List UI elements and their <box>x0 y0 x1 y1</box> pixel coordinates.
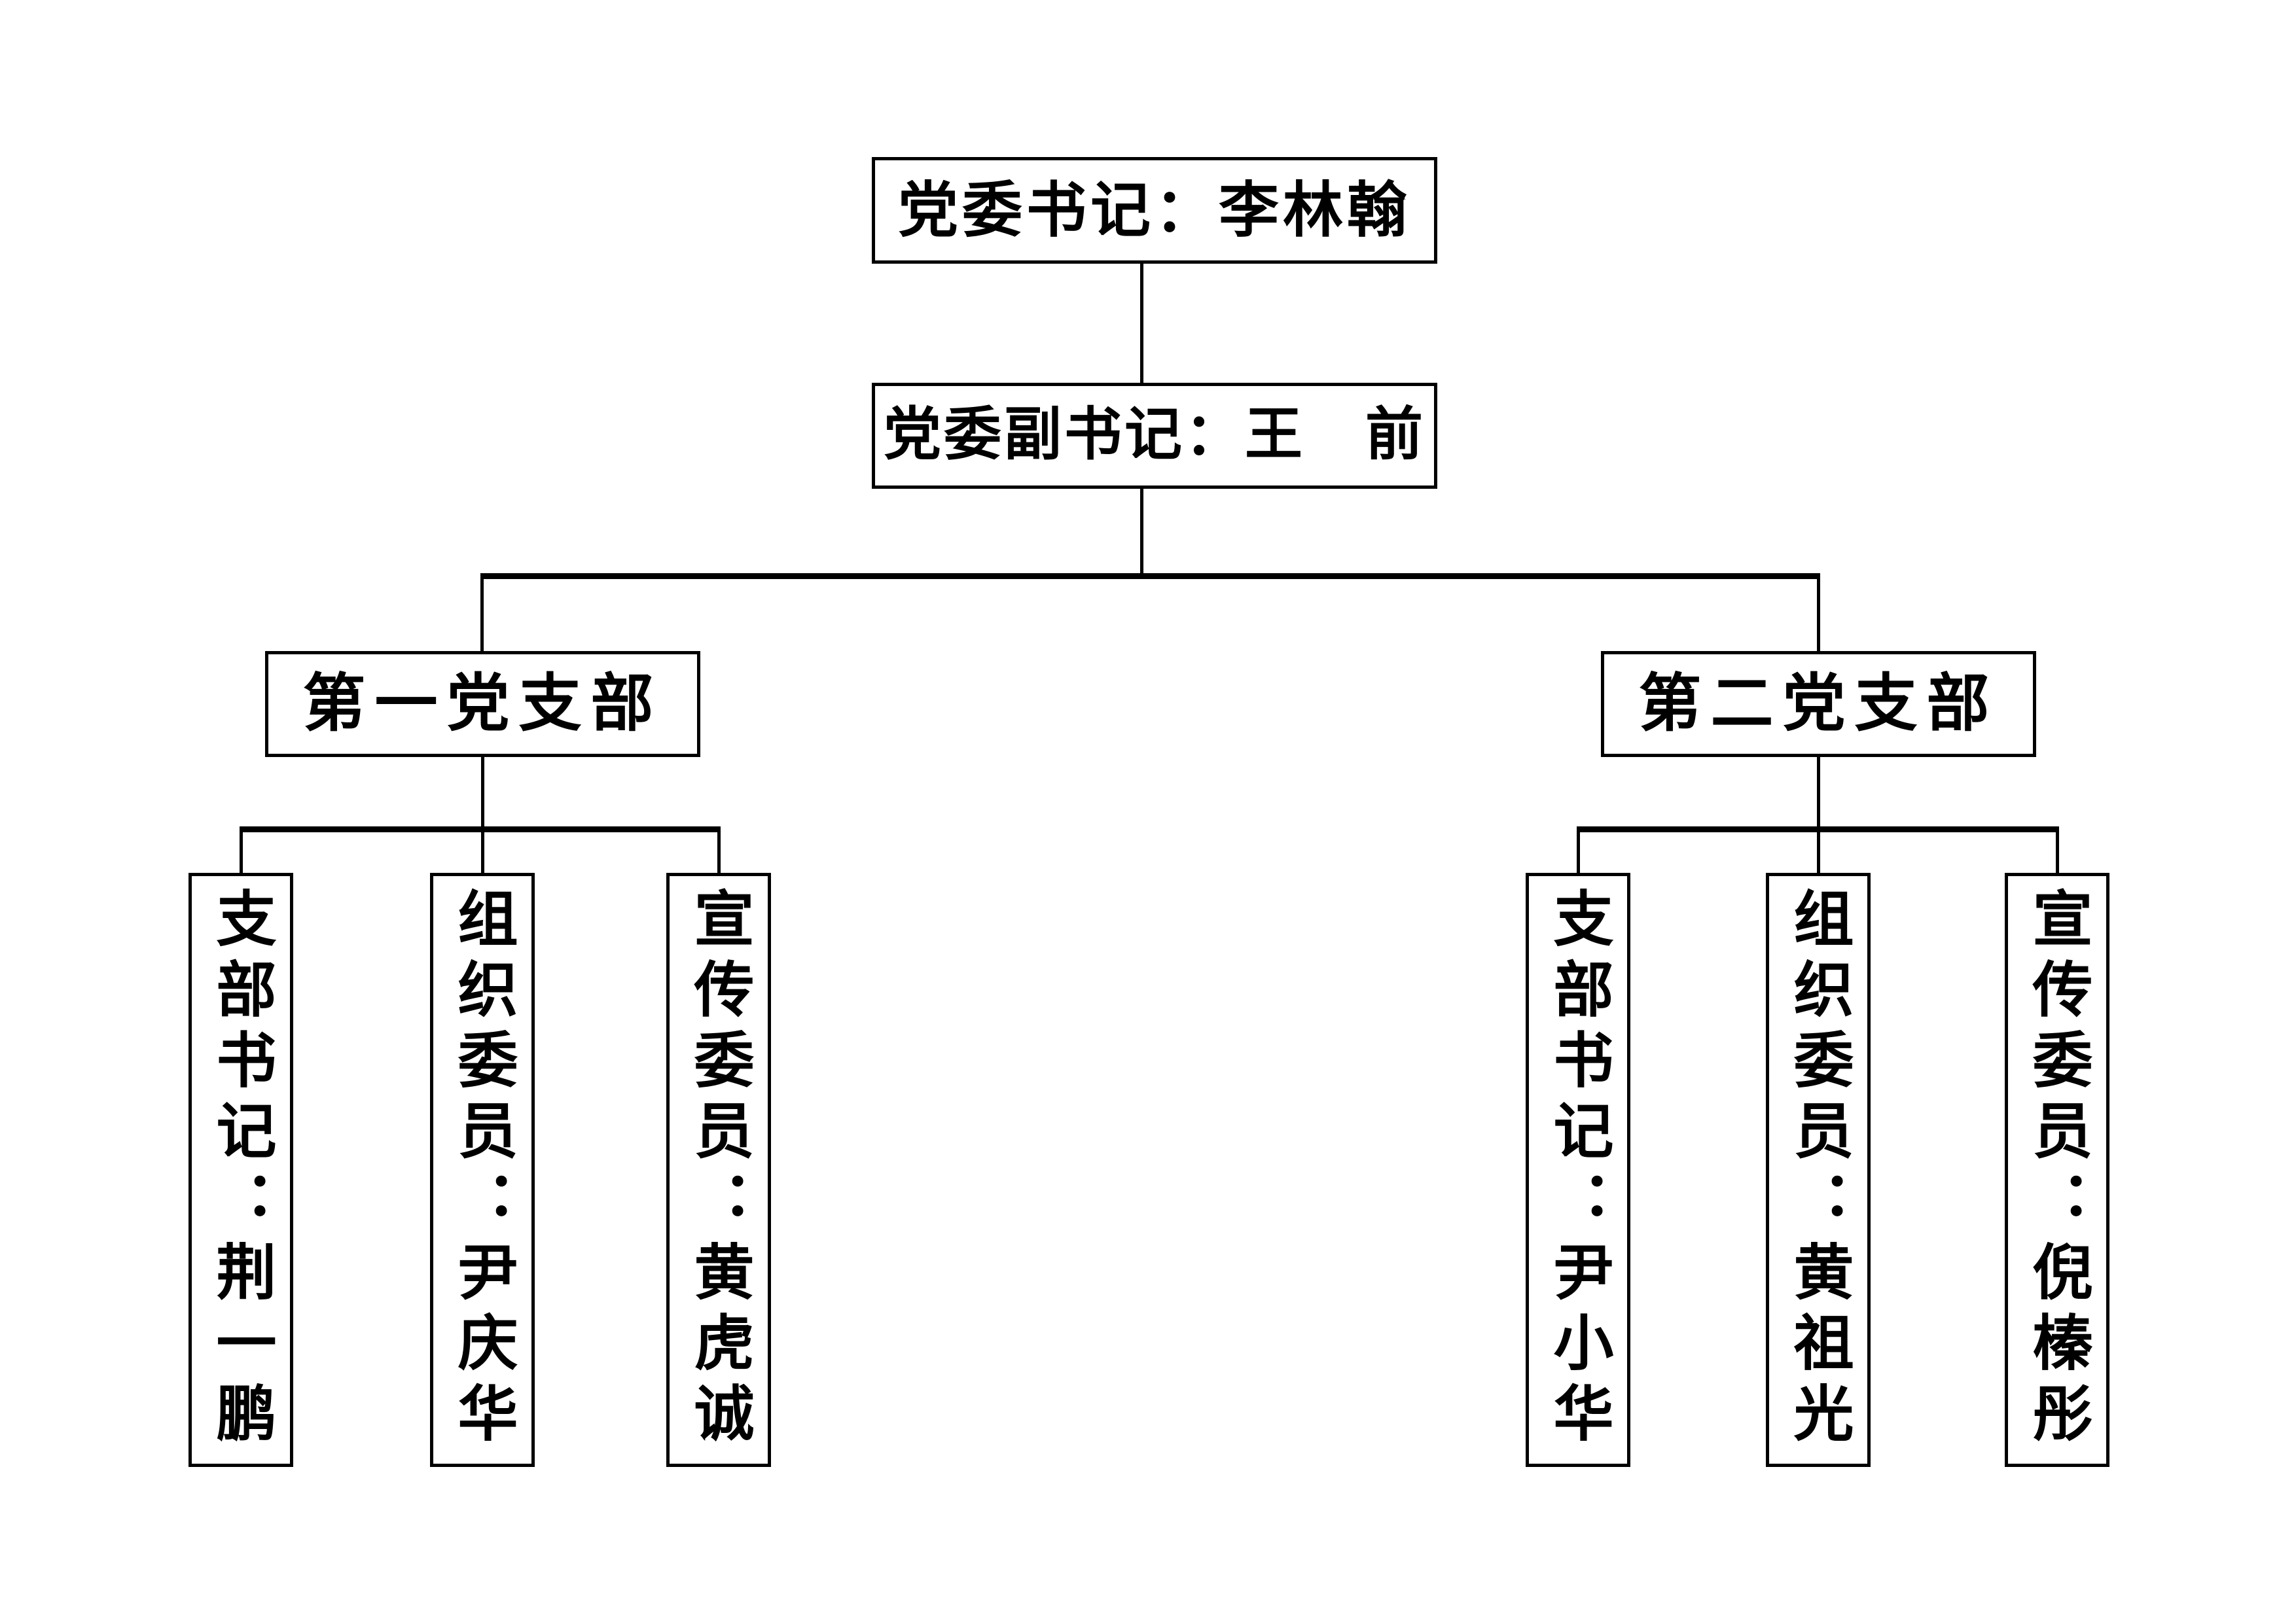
connector-down-branch-2 <box>1817 573 1820 654</box>
connector-branch-1-member-1 <box>240 826 243 877</box>
box-branch-2-member-1: 支部书记：尹小华 <box>1526 873 1630 1467</box>
connector-branch-1-member-3 <box>717 826 721 877</box>
connector-branch-1-horizontal <box>240 826 721 832</box>
connector-main-horizontal <box>480 573 1820 579</box>
box-branch-1-member-2: 组织委员：尹庆华 <box>430 873 535 1467</box>
branch-2-label: 第二党支部 <box>1638 669 1999 739</box>
connector-down-branch-1 <box>480 573 484 654</box>
box-branch-2: 第二党支部 <box>1601 651 2036 757</box>
branch-1-member-3-label: 宣传委员：黄虎诚 <box>685 887 752 1453</box>
party-secretary-label: 党委书记：李林翰 <box>897 177 1411 244</box>
connector-branch-2-member-2 <box>1817 826 1820 877</box>
branch-2-member-2-label: 组织委员：黄祖光 <box>1785 887 1852 1453</box>
connector-branch-1-member-2 <box>481 826 484 877</box>
connector-branch-2-member-1 <box>1577 826 1580 877</box>
branch-1-label: 第一党支部 <box>302 669 663 739</box>
branch-1-member-2-label: 组织委员：尹庆华 <box>449 887 516 1453</box>
box-deputy-party-secretary: 党委副书记：王 前 <box>872 383 1437 489</box>
branch-2-member-3-label: 宣传委员：倪榛彤 <box>2024 887 2090 1453</box>
box-party-secretary: 党委书记：李林翰 <box>872 157 1437 264</box>
box-branch-1-member-3: 宣传委员：黄虎诚 <box>666 873 771 1467</box>
box-branch-2-member-3: 宣传委员：倪榛彤 <box>2005 873 2109 1467</box>
deputy-party-secretary-label: 党委副书记：王 前 <box>883 404 1426 467</box>
connector-deputy-split <box>1140 487 1143 577</box>
connector-branch-2-down <box>1817 752 1820 832</box>
connector-branch-1-down <box>481 752 484 832</box>
branch-2-member-1-label: 支部书记：尹小华 <box>1545 887 1611 1453</box>
branch-1-member-1-label: 支部书记：荆一鹏 <box>207 887 274 1453</box>
box-branch-1: 第一党支部 <box>265 651 700 757</box>
box-branch-1-member-1: 支部书记：荆一鹏 <box>188 873 293 1467</box>
connector-branch-2-member-3 <box>2056 826 2059 877</box>
connector-secretary-deputy <box>1140 262 1143 385</box>
box-branch-2-member-2: 组织委员：黄祖光 <box>1766 873 1871 1467</box>
